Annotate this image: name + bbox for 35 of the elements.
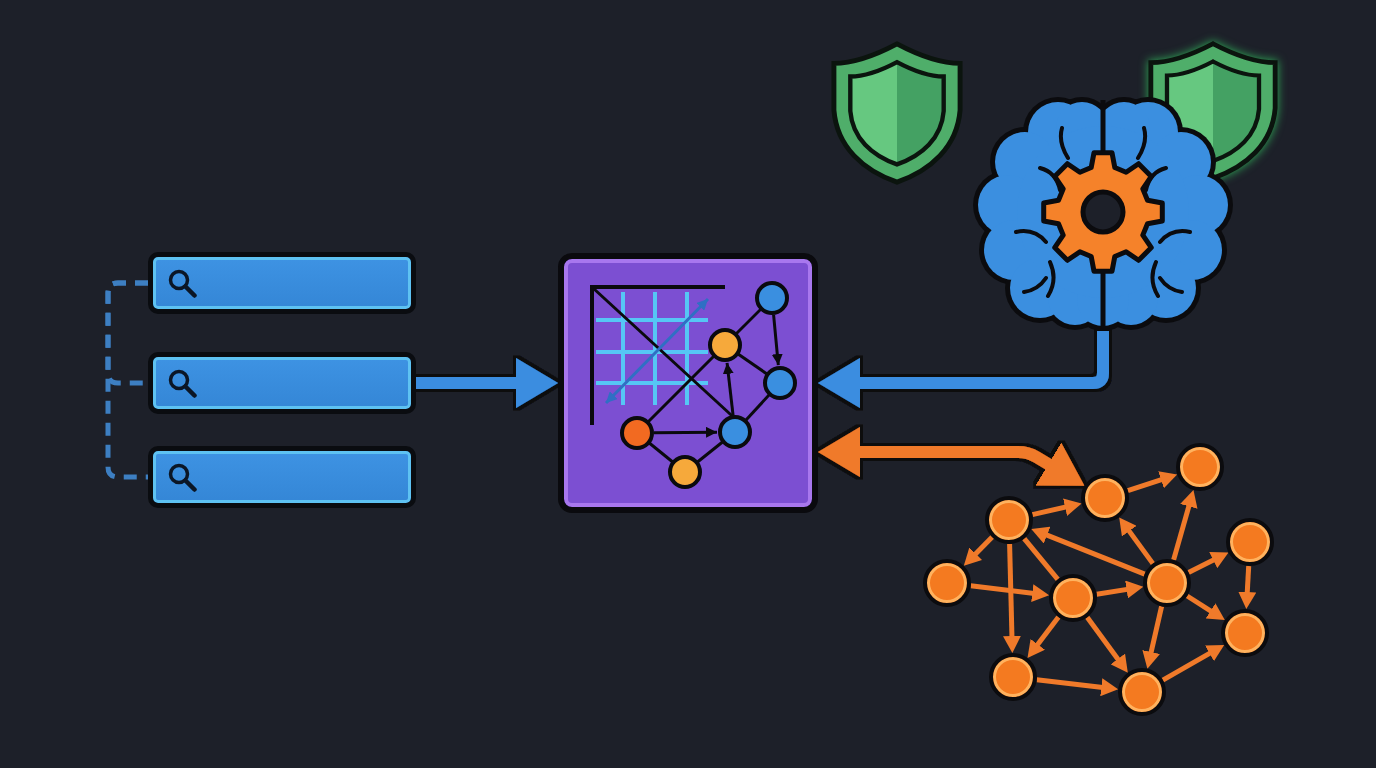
graph-node bbox=[1176, 443, 1224, 491]
graph-node bbox=[923, 559, 971, 607]
graph-node bbox=[1081, 474, 1129, 522]
graph-node bbox=[1221, 609, 1269, 657]
arrow bbox=[1238, 565, 1257, 609]
graph-node bbox=[989, 653, 1037, 701]
arrow bbox=[1096, 580, 1144, 599]
arrow bbox=[963, 535, 994, 566]
search-field bbox=[148, 252, 416, 314]
graph-node bbox=[1118, 668, 1166, 716]
arrow bbox=[1171, 490, 1198, 561]
search-field bbox=[148, 446, 416, 508]
graph-node bbox=[1226, 518, 1274, 566]
arrow bbox=[1036, 677, 1119, 697]
arrow bbox=[970, 583, 1050, 603]
connector-line bbox=[1022, 537, 1060, 581]
arrow bbox=[416, 358, 558, 408]
dashed-connector bbox=[105, 280, 148, 480]
arrow bbox=[1185, 593, 1225, 621]
graph-node bbox=[1143, 559, 1191, 607]
arrow bbox=[1031, 498, 1082, 518]
graph-node bbox=[985, 496, 1033, 544]
arrow bbox=[1027, 615, 1061, 658]
arrow bbox=[1031, 526, 1146, 577]
search-field bbox=[148, 352, 416, 414]
arrow bbox=[1127, 471, 1178, 493]
arrow bbox=[1002, 543, 1021, 653]
arrow bbox=[1187, 552, 1229, 575]
double-arrow bbox=[818, 427, 1085, 486]
arrow bbox=[1085, 615, 1128, 673]
arrow bbox=[1161, 644, 1225, 683]
arrow bbox=[1142, 605, 1165, 669]
arrow bbox=[1119, 517, 1155, 566]
graph-node bbox=[1049, 574, 1097, 622]
chart-card bbox=[558, 253, 818, 513]
